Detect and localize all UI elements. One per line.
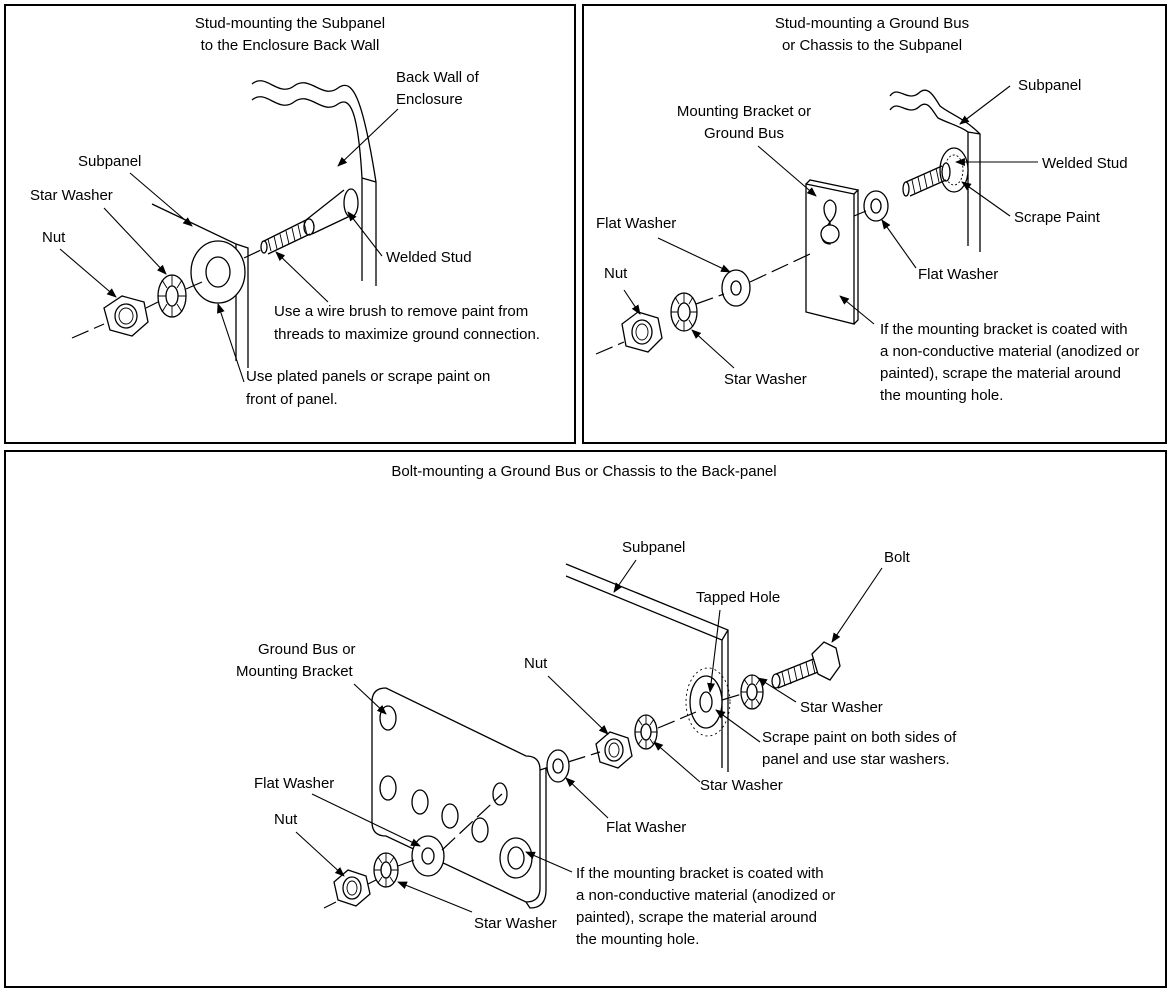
welded-stud: [260, 188, 359, 255]
label-flat-washer-left: Flat Washer: [596, 215, 676, 232]
panel-bolt-mount-ground-bus: .arrow3 { stroke:#000; stroke-width:1.1;…: [4, 450, 1167, 988]
label-subpanel: Subpanel: [78, 153, 141, 170]
label-plated-note-2: front of panel.: [246, 391, 338, 408]
label-brush-note-2: threads to maximize ground connection.: [274, 326, 540, 343]
label-coated-note-4: the mounting hole.: [880, 387, 1003, 404]
label-nut: Nut: [604, 265, 628, 282]
label-plated-note-1: Use plated panels or scrape paint on: [246, 368, 490, 385]
star-washer-mid: [634, 714, 658, 750]
label-ground-bus-1: Ground Bus or: [258, 641, 356, 658]
label-back-wall-2: Enclosure: [396, 91, 463, 108]
panel2-title-line2: or Chassis to the Subpanel: [782, 37, 962, 54]
label-coated-note-2: a non-conductive material (anodized or: [880, 343, 1139, 360]
axis-line: [323, 901, 337, 909]
flat-washer-right: [863, 190, 889, 222]
enclosure-back-wall: [251, 80, 377, 286]
label-coated-note-4: the mounting hole.: [576, 931, 699, 948]
hex-nut-top: [595, 731, 633, 769]
label-subpanel: Subpanel: [1018, 77, 1081, 94]
hex-nut: [103, 295, 149, 337]
label-coated-note-1: If the mounting bracket is coated with: [880, 321, 1128, 338]
diagram-stud-mount-ground-bus: .arrow2 { stroke:#000; stroke-width:1.1;…: [595, 15, 1139, 404]
label-flat-washer-left: Flat Washer: [254, 775, 334, 792]
label-scrape-paint: Scrape Paint: [1014, 209, 1101, 226]
star-washer: [157, 274, 187, 318]
label-flat-washer-right: Flat Washer: [918, 266, 998, 283]
label-brush-note-1: Use a wire brush to remove paint from: [274, 303, 528, 320]
label-nut-left: Nut: [274, 811, 298, 828]
hex-nut: [621, 311, 663, 353]
panel3-title: Bolt-mounting a Ground Bus or Chassis to…: [391, 463, 776, 480]
label-nut-top: Nut: [524, 655, 548, 672]
axis-line: [71, 323, 105, 339]
label-scrape-note-1: Scrape paint on both sides of: [762, 729, 957, 746]
label-star-washer-right: Star Washer: [800, 699, 883, 716]
bolt: [771, 641, 841, 689]
flat-washer-left: [411, 835, 445, 877]
label-ground-bus-2: Mounting Bracket: [236, 663, 354, 680]
mounting-bracket: [805, 179, 860, 325]
label-flat-washer-mid: Flat Washer: [606, 819, 686, 836]
label-coated-note-2: a non-conductive material (anodized or: [576, 887, 835, 904]
diagram-stud-mount-subpanel: Stud-mounting the Subpanel to the Enclos…: [30, 15, 540, 408]
panel1-title-line1: Stud-mounting the Subpanel: [195, 15, 385, 32]
subpanel-plate: [151, 203, 249, 368]
panel1-title-line2: to the Enclosure Back Wall: [201, 37, 380, 54]
label-star-washer: Star Washer: [724, 371, 807, 388]
label-bracket-1: Mounting Bracket or: [677, 103, 811, 120]
panel-stud-mount-ground-bus: .arrow2 { stroke:#000; stroke-width:1.1;…: [582, 4, 1167, 444]
welded-stud: [902, 147, 969, 197]
label-bolt: Bolt: [884, 549, 911, 566]
label-nut: Nut: [42, 229, 66, 246]
label-coated-note-3: painted), scrape the material around: [880, 365, 1121, 382]
flat-washer: [190, 240, 246, 304]
label-star-washer: Star Washer: [30, 187, 113, 204]
label-back-wall-1: Back Wall of: [396, 69, 480, 86]
flat-washer-left: [721, 269, 751, 307]
star-washer: [670, 292, 698, 332]
axis-line: [595, 341, 625, 355]
label-tapped-hole: Tapped Hole: [696, 589, 780, 606]
panel2-title-line1: Stud-mounting a Ground Bus: [775, 15, 969, 32]
label-bracket-2: Ground Bus: [704, 125, 784, 142]
label-welded-stud: Welded Stud: [386, 249, 472, 266]
flat-washer-mid: [546, 749, 570, 783]
label-star-washer-left: Star Washer: [474, 915, 557, 932]
panel-stud-mount-subpanel: Stud-mounting the Subpanel to the Enclos…: [4, 4, 576, 444]
tapped-hole: [685, 667, 731, 737]
diagram-bolt-mount-ground-bus: .arrow3 { stroke:#000; stroke-width:1.1;…: [236, 463, 957, 948]
label-coated-note-1: If the mounting bracket is coated with: [576, 865, 824, 882]
hex-nut-left: [333, 869, 371, 907]
label-welded-stud: Welded Stud: [1042, 155, 1128, 172]
star-washer-right: [740, 674, 764, 710]
label-star-washer-mid: Star Washer: [700, 777, 783, 794]
star-washer-left: [373, 852, 399, 888]
label-subpanel: Subpanel: [622, 539, 685, 556]
label-coated-note-3: painted), scrape the material around: [576, 909, 817, 926]
label-scrape-note-2: panel and use star washers.: [762, 751, 950, 768]
